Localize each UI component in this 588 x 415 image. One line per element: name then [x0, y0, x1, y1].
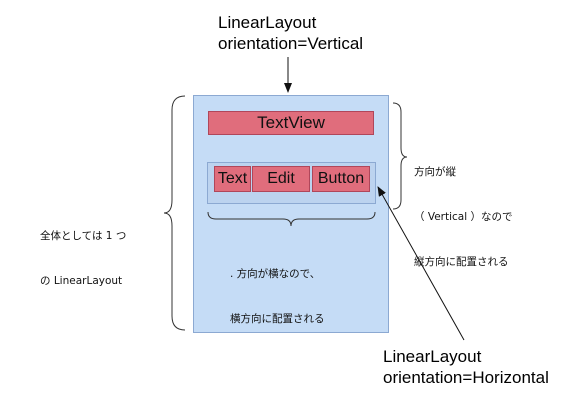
whole-note-line2: の LinearLayout [40, 275, 123, 287]
vertical-note-line2: （ Vertical ）なので [414, 211, 513, 223]
whole-note-line1: 全体としては 1 つ [40, 230, 127, 242]
outer-layout-title-line1: LinearLayout [218, 13, 317, 32]
edit-child-box: Edit [252, 166, 310, 192]
button-child-label: Button [317, 170, 365, 187]
whole-brace [163, 95, 186, 331]
horizontal-note-line1: . 方向が横なので、 [230, 268, 321, 280]
text-child-box: Text [214, 166, 251, 192]
horizontal-note: . 方向が横なので、 横方向に配置される [230, 237, 325, 342]
vertical-note-line3: 縦方向に配置される [414, 256, 509, 268]
button-child-box: Button [312, 166, 370, 192]
edit-child-label: Edit [267, 170, 295, 187]
whole-note: 全体としては 1 つ の LinearLayout [40, 199, 126, 304]
inner-layout-title-line1: LinearLayout [383, 347, 482, 366]
text-child-label: Text [217, 170, 248, 187]
inner-layout-title: LinearLayout orientation=Horizontal [383, 346, 549, 388]
vertical-brace [392, 102, 408, 210]
outer-layout-title: LinearLayout orientation=Vertical [218, 12, 363, 54]
textview-label: TextView [257, 113, 325, 132]
vertical-note-line1: 方向が縦 [414, 166, 456, 178]
vertical-note: 方向が縦 （ Vertical ）なので 縦方向に配置される [414, 135, 512, 285]
outer-layout-title-line2: orientation=Vertical [218, 34, 364, 53]
inner-layout-title-line2: orientation=Horizontal [383, 368, 549, 387]
textview-box: TextView [208, 111, 374, 135]
horizontal-note-line2: 横方向に配置される [230, 313, 325, 325]
